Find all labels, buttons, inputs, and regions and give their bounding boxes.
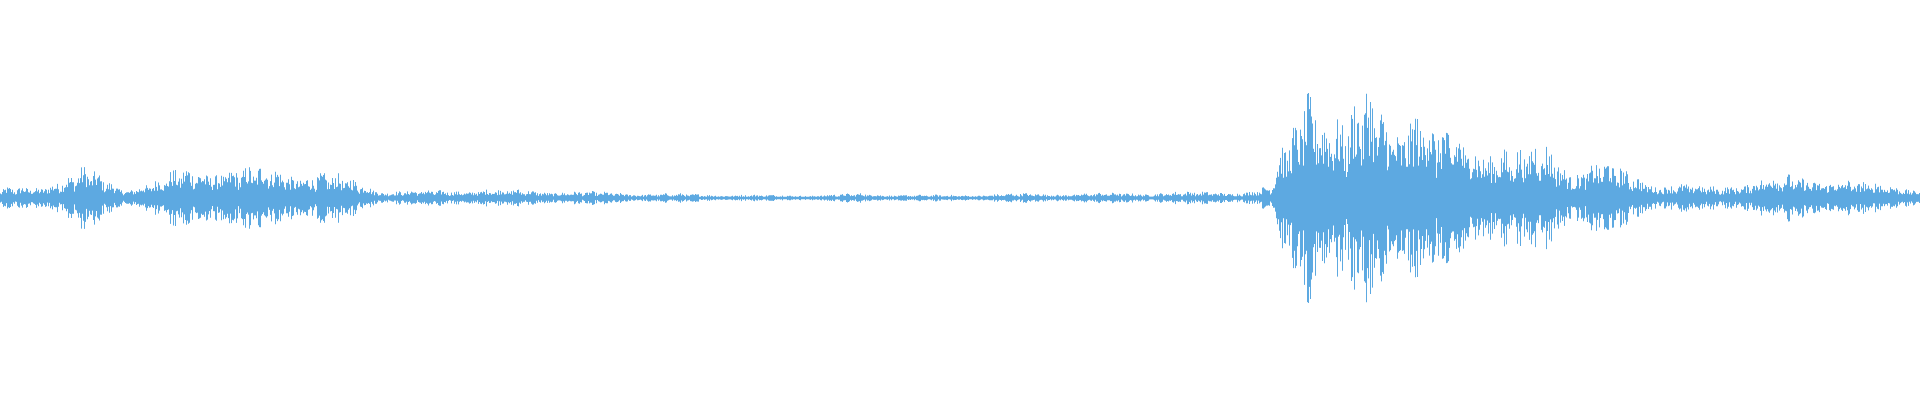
waveform-bars	[0, 93, 1920, 303]
